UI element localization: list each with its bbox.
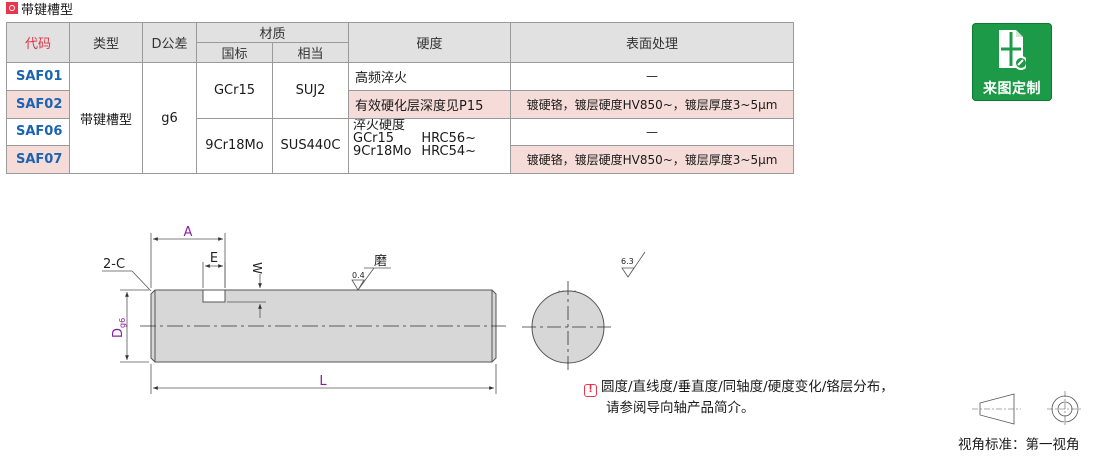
header-tolerance: D公差 bbox=[142, 22, 197, 63]
dimension-e-label: E bbox=[210, 251, 218, 266]
roughness-general-label: 6.3 bbox=[621, 257, 634, 266]
hardness-title: 淬火硬度 bbox=[353, 118, 406, 133]
hardness-material: GCr15 bbox=[353, 130, 395, 146]
surface-cell: — bbox=[510, 117, 795, 147]
type-cell: 带键槽型 bbox=[69, 62, 143, 174]
surface-cell: — bbox=[510, 62, 795, 91]
roughness-symbol: 6.3 bbox=[621, 251, 646, 278]
custom-drawing-icon bbox=[999, 30, 1026, 70]
code-cell[interactable]: SAF01 bbox=[6, 62, 70, 91]
header-surface: 表面处理 bbox=[510, 22, 795, 63]
dimension-e: E bbox=[202, 251, 226, 288]
header-code: 代码 bbox=[6, 22, 70, 63]
note-line-2: 请参阅导向轴产品简介。 bbox=[606, 400, 755, 416]
badge-label: 来图定制 bbox=[983, 81, 1041, 97]
shaft-body bbox=[140, 289, 506, 363]
hardness-material: 9Cr18Mo bbox=[353, 143, 412, 159]
grind-symbol: 磨 0.4 bbox=[351, 254, 391, 291]
chamfer-callout: 2-C bbox=[102, 257, 152, 292]
surface-cell: 镀硬铬，镀层硬度HV850~，镀层厚度3~5μm bbox=[510, 89, 795, 119]
section-title: 带键槽型 bbox=[21, 2, 74, 18]
dimension-l-label: L bbox=[319, 374, 327, 389]
material-std-cell: 9Cr18Mo bbox=[196, 117, 273, 174]
dimension-w: W bbox=[227, 262, 266, 318]
code-cell[interactable]: SAF02 bbox=[6, 89, 70, 119]
dimension-d-label: D bbox=[111, 328, 126, 338]
chamfer-label: 2-C bbox=[103, 257, 125, 272]
grind-label: 磨 bbox=[374, 254, 387, 269]
dimension-l: L bbox=[150, 364, 497, 394]
dimension-a-label: A bbox=[184, 225, 193, 240]
surface-cell: 镀硬铬，镀层硬度HV850~，镀层厚度3~5μm bbox=[510, 145, 795, 174]
header-material-std: 国标 bbox=[196, 42, 273, 63]
material-std-cell: GCr15 bbox=[196, 62, 273, 119]
shaft-drawing: A E W 2-C 磨 0.4 6.3 D bbox=[102, 225, 1083, 427]
code-cell[interactable]: SAF07 bbox=[6, 145, 70, 174]
dimension-d: Dg6 bbox=[111, 289, 149, 363]
code-cell[interactable]: SAF06 bbox=[6, 117, 70, 147]
hardness-cell: 有效硬化层深度见P15 bbox=[348, 89, 512, 119]
custom-drawing-badge[interactable]: 来图定制 bbox=[972, 23, 1052, 101]
hardness-value: HRC54~ bbox=[421, 143, 477, 159]
section-marker-icon bbox=[6, 2, 18, 14]
material-eq-cell: SUS440C bbox=[271, 117, 350, 174]
note: ! 圆度/直线度/垂直度/同轴度/硬度变化/铬层分布， 请参阅导向轴产品简介。 bbox=[584, 377, 894, 419]
hardness-value: HRC56~ bbox=[421, 130, 477, 146]
material-eq-cell: SUJ2 bbox=[271, 62, 350, 119]
section-header: 带键槽型 bbox=[6, 0, 74, 18]
note-line-1: 圆度/直线度/垂直度/同轴度/硬度变化/铬层分布， bbox=[601, 379, 894, 395]
dimension-d-sub: g6 bbox=[118, 318, 127, 328]
roughness-fine-label: 0.4 bbox=[352, 271, 365, 280]
spec-table: 代码 类型 D公差 材质 硬度 表面处理 国标 相当 SAF01 带键槽型 g6… bbox=[6, 22, 795, 174]
header-hardness: 硬度 bbox=[348, 22, 512, 63]
dimension-w-label: W bbox=[250, 262, 264, 274]
hardness-cell: 高频淬火 bbox=[348, 62, 512, 91]
view-standard-label: 视角标准：第一视角 bbox=[958, 437, 1080, 453]
header-type: 类型 bbox=[69, 22, 143, 63]
header-material: 材质 bbox=[195, 22, 350, 43]
svg-text:Dg6: Dg6 bbox=[111, 318, 127, 338]
header-material-eq: 相当 bbox=[271, 42, 350, 63]
end-view bbox=[522, 281, 614, 373]
warning-icon: ! bbox=[584, 384, 597, 397]
hardness-cell: 淬火硬度 GCr15 HRC56~ 9Cr18Mo HRC54~ bbox=[348, 117, 512, 174]
projection-symbol bbox=[972, 391, 1083, 427]
tolerance-cell: g6 bbox=[142, 62, 197, 174]
